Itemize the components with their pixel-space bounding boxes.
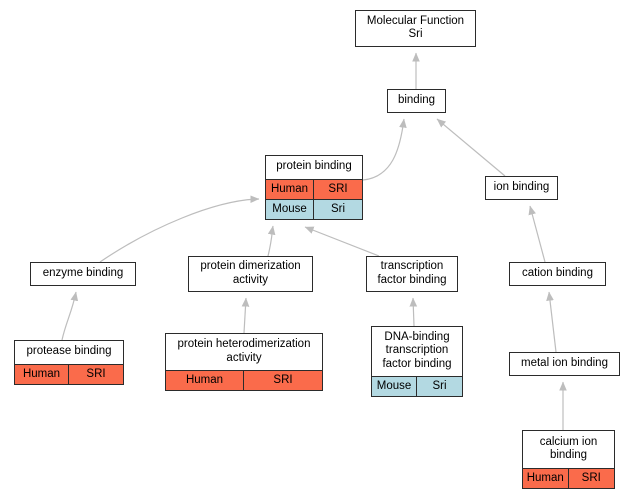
node-protein-dimerization-activity[interactable]: protein dimerization activity: [188, 256, 313, 292]
edge-enzyme-binding-to-protein-binding: [99, 195, 260, 263]
annotation-row-protein-binding-human: Human SRI: [266, 179, 362, 199]
node-enzyme-binding[interactable]: enzyme binding: [30, 262, 136, 286]
node-ion-binding[interactable]: ion binding: [485, 176, 558, 200]
edge-metal-ion-binding-to-cation-binding: [546, 291, 557, 353]
edge-dna-binding-to-transcription-factor-binding: [409, 297, 418, 327]
annotation-gene-protein-heterodimerization-activity-human[interactable]: SRI: [273, 374, 293, 386]
node-dna-binding-transcription-factor-binding[interactable]: DNA-binding transcription factor binding…: [371, 326, 463, 397]
edge-ion-binding-to-binding: [436, 118, 506, 177]
annotation-row-protein-heterodimerization-activity-human: Human SRI: [166, 370, 322, 390]
annotation-gene-protein-binding-mouse[interactable]: Sri: [330, 203, 346, 215]
annotation-species-dna-binding-transcription-factor-binding-mouse[interactable]: Mouse: [372, 377, 417, 396]
node-label-molecular-function-sri: Molecular Function Sri: [356, 11, 475, 46]
annotation-species-protease-binding-human[interactable]: Human: [15, 365, 69, 384]
annotation-gene-dna-binding-transcription-factor-binding-mouse[interactable]: Sri: [432, 380, 447, 392]
edge-transcription-factor-binding-to-protein-binding: [304, 226, 380, 257]
edge-protease-binding-to-enzyme-binding: [61, 291, 79, 341]
node-cation-binding[interactable]: cation binding: [509, 262, 606, 286]
annotation-gene-protein-binding-human[interactable]: SRI: [328, 183, 348, 195]
node-label-cation-binding: cation binding: [510, 263, 605, 285]
node-label-ion-binding: ion binding: [486, 177, 557, 199]
node-molecular-function-sri[interactable]: Molecular Function Sri: [355, 10, 476, 47]
edge-protein-heterodimerization-activity-to-protein-dimerization-activity: [241, 297, 250, 334]
annotation-row-protease-binding-human: Human SRI: [15, 364, 123, 384]
annotation-gene-protease-binding-human[interactable]: SRI: [86, 368, 106, 380]
annotation-species-protein-binding-mouse[interactable]: Mouse: [266, 200, 314, 219]
annotation-species-protein-heterodimerization-activity-human[interactable]: Human: [166, 371, 244, 390]
node-metal-ion-binding[interactable]: metal ion binding: [509, 352, 620, 376]
edge-cation-binding-to-ion-binding: [528, 205, 546, 263]
annotation-species-protein-binding-human[interactable]: Human: [266, 180, 314, 199]
annotation-row-dna-binding-transcription-factor-binding-mouse: Mouse Sri: [372, 376, 462, 396]
node-label-protein-binding: protein binding: [266, 156, 362, 179]
node-label-calcium-ion-binding: calcium ion binding: [523, 431, 614, 468]
annotation-gene-calcium-ion-binding-human[interactable]: SRI: [581, 472, 601, 484]
node-label-binding: binding: [388, 90, 445, 112]
node-label-protein-heterodimerization-activity: protein heterodimerization activity: [166, 334, 322, 370]
node-binding[interactable]: binding: [387, 89, 446, 113]
node-label-protein-dimerization-activity: protein dimerization activity: [189, 257, 312, 291]
edge-protein-binding-to-binding: [362, 118, 407, 181]
annotation-row-calcium-ion-binding-human: Human SRI: [523, 468, 614, 488]
node-label-metal-ion-binding: metal ion binding: [510, 353, 619, 375]
node-transcription-factor-binding[interactable]: transcription factor binding: [366, 256, 458, 292]
node-label-transcription-factor-binding: transcription factor binding: [367, 257, 457, 291]
annotation-row-protein-binding-mouse: Mouse Sri: [266, 199, 362, 219]
node-label-dna-binding-transcription-factor-binding: DNA-binding transcription factor binding: [372, 327, 462, 376]
node-label-enzyme-binding: enzyme binding: [31, 263, 135, 285]
annotation-species-calcium-ion-binding-human[interactable]: Human: [523, 469, 569, 488]
edge-protein-dimerization-activity-to-protein-binding: [267, 225, 276, 257]
node-label-protease-binding: protease binding: [15, 341, 123, 364]
